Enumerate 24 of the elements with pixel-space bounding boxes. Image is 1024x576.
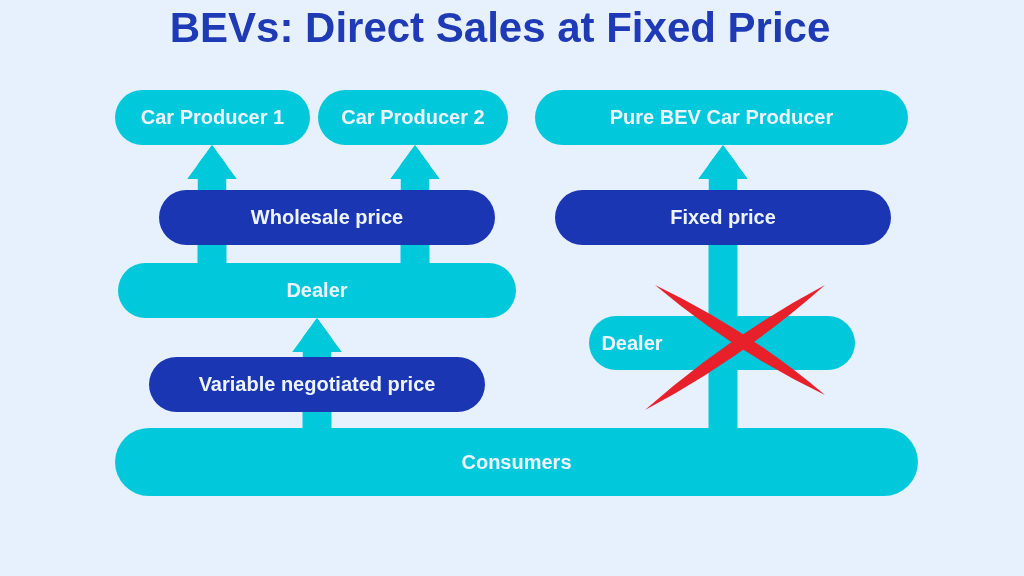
party-box xyxy=(115,90,310,145)
party-label: Consumers xyxy=(461,450,572,474)
price-box xyxy=(159,190,495,245)
party-box xyxy=(118,263,516,318)
connector-bar xyxy=(197,245,227,263)
party-box xyxy=(318,90,508,145)
arrow xyxy=(390,145,440,190)
arrow xyxy=(187,145,237,190)
party-label: Pure BEV Car Producer xyxy=(609,106,834,129)
party-label: Dealer xyxy=(601,331,663,355)
connector-bar xyxy=(400,245,430,263)
party-label: Car Producer 1 xyxy=(140,106,285,129)
price-box xyxy=(149,357,485,412)
party-label: Car Producer 2 xyxy=(341,106,485,129)
price-label: Wholesale price xyxy=(250,206,404,229)
price-label: Fixed price xyxy=(670,206,776,229)
party-label: Dealer xyxy=(286,279,348,302)
connector-bar xyxy=(302,412,332,428)
price-label: Variable negotiated price xyxy=(198,373,436,396)
arrow xyxy=(698,145,748,190)
arrow xyxy=(292,318,342,357)
price-box xyxy=(555,190,891,245)
title: BEVs: Direct Sales at Fixed Price xyxy=(169,5,831,51)
party-box xyxy=(535,90,908,145)
